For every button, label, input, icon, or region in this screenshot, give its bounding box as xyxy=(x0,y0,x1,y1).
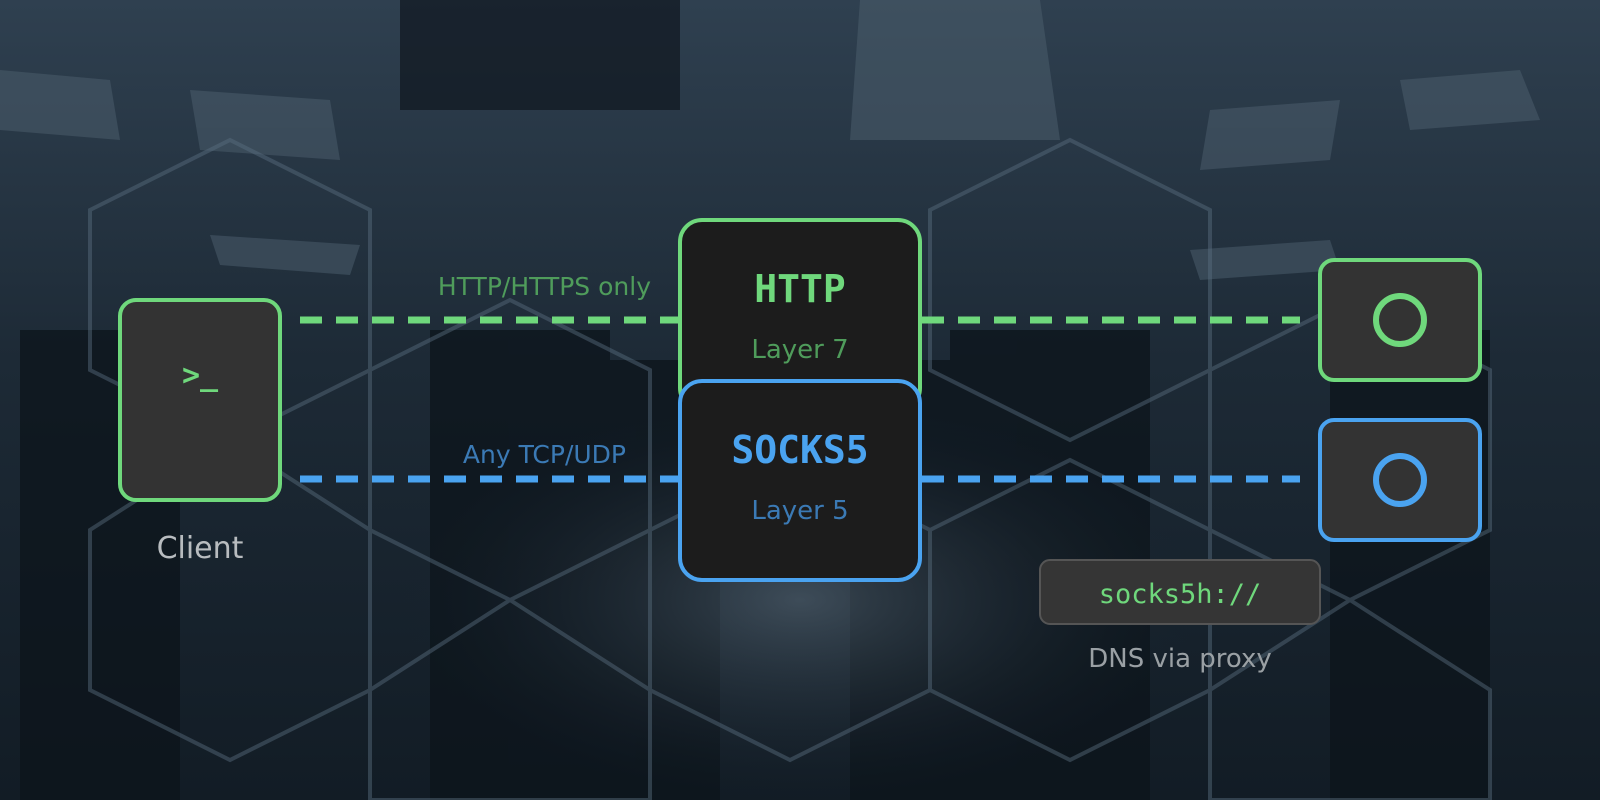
client-label: Client xyxy=(157,531,244,566)
socks5-proxy-layer: Layer 5 xyxy=(751,496,848,526)
http-proxy-title: HTTP xyxy=(754,267,846,311)
dns-scheme-text: socks5h:// xyxy=(1099,579,1262,610)
http-proxy-node: HTTP Layer 7 xyxy=(678,218,922,412)
http-target-node xyxy=(1318,258,1482,382)
socks5-proxy-title: SOCKS5 xyxy=(731,428,868,472)
dns-scheme-badge: socks5h:// xyxy=(1039,559,1321,625)
terminal-icon: >_ xyxy=(182,358,219,393)
http-route-label: HTTP/HTTPS only xyxy=(438,272,651,301)
client-node: >_ Client xyxy=(118,298,282,566)
dns-via-proxy-label: DNS via proxy xyxy=(1088,644,1272,674)
socks5-proxy-node: SOCKS5 Layer 5 xyxy=(678,379,922,582)
circle-icon xyxy=(1373,293,1427,347)
socks-route-label: Any TCP/UDP xyxy=(463,440,626,469)
circle-icon xyxy=(1373,453,1427,507)
http-proxy-layer: Layer 7 xyxy=(751,335,848,365)
socks-target-node xyxy=(1318,418,1482,542)
